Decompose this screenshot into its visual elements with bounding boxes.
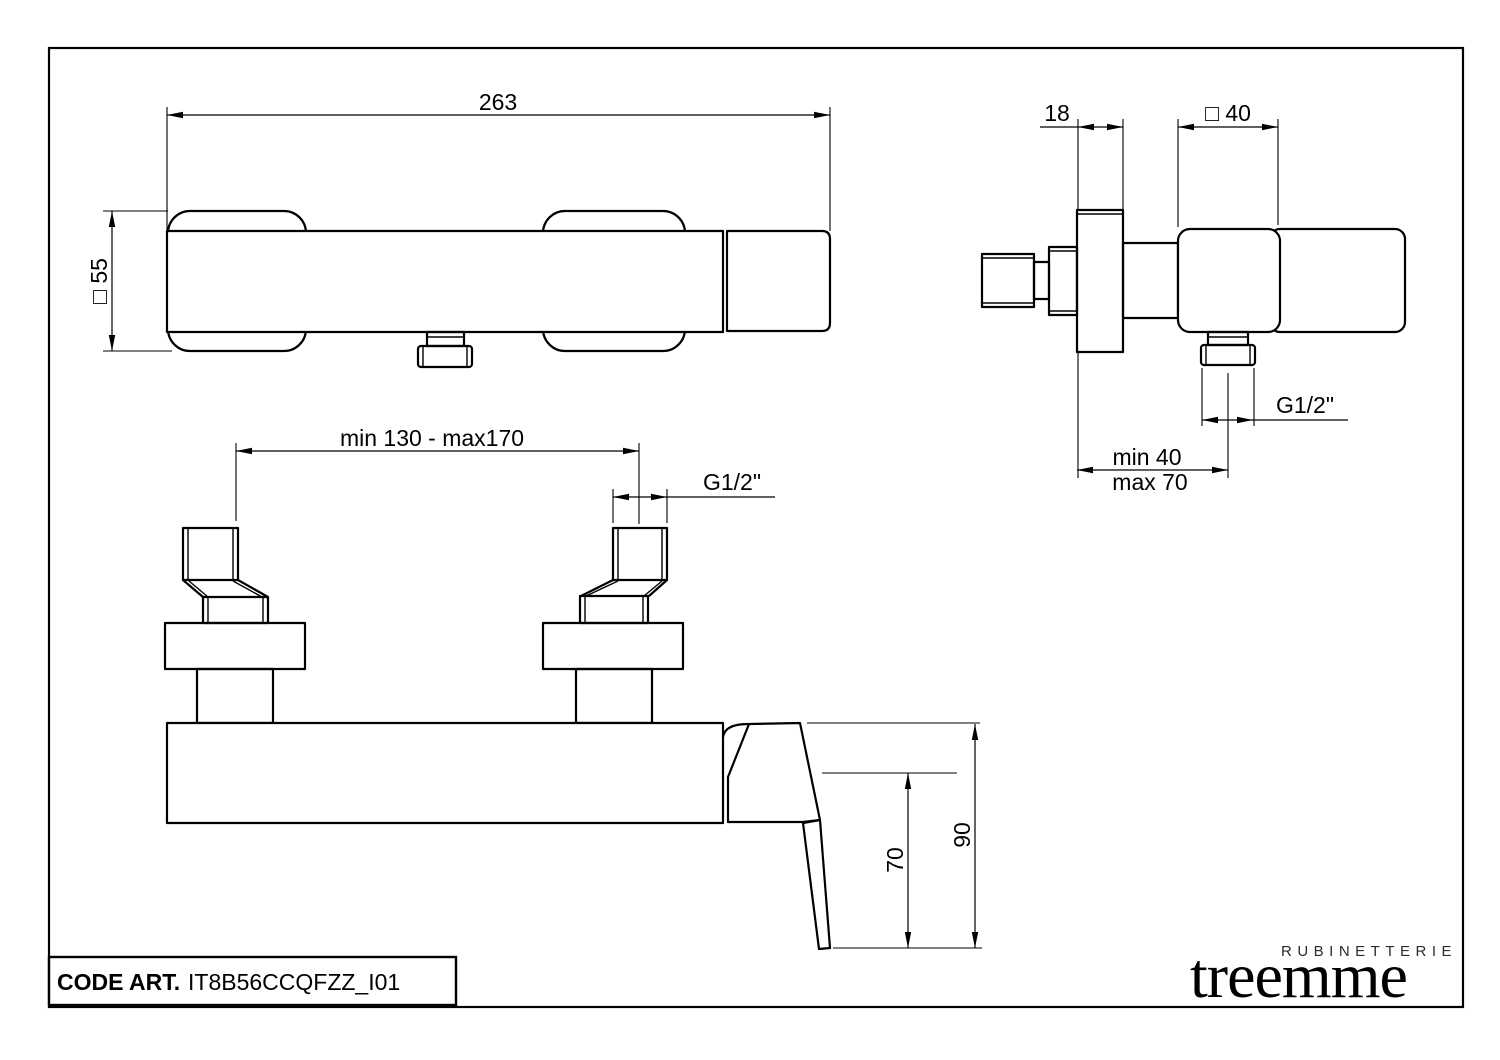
mixer-body-side [1176, 227, 1282, 334]
dim-label-g12-side: G1/2" [1276, 392, 1334, 418]
dim-label-18: 18 [1044, 100, 1070, 126]
wall-plate [1075, 208, 1125, 354]
handle-bottom [721, 721, 832, 951]
left-wall-fitting [181, 526, 240, 582]
dim-thread-side: G1/2" [1201, 368, 1348, 426]
mixer-body-front [165, 229, 725, 334]
left-union-collar [201, 595, 270, 625]
dim-thread-bottom: G1/2" [612, 469, 775, 523]
dim-handle-drop: 70 [822, 772, 957, 948]
side-view [980, 208, 1407, 367]
dim-label-square-40: □ 40 [1205, 100, 1251, 126]
dim-front-width: 263 [166, 89, 831, 231]
left-union-nut [163, 621, 307, 671]
outlet-collar-side [1206, 330, 1250, 347]
dim-label-square-55: □ 55 [86, 258, 112, 304]
bottom-view [163, 526, 832, 951]
right-union [541, 526, 685, 725]
dim-front-square: □ 55 [86, 210, 172, 352]
dim-label-max70: max 70 [1112, 469, 1187, 495]
mixer-body-bottom [165, 721, 725, 825]
front-view [165, 209, 832, 369]
handle-lever [801, 818, 832, 951]
dim-label-90: 90 [949, 822, 975, 848]
dim-plate-thickness: 18 [1040, 100, 1124, 243]
dim-label-g12-bottom: G1/2" [703, 469, 761, 495]
code-value: IT8B56CCQFZZ_I01 [188, 969, 400, 995]
dim-handle-height: 90 [807, 722, 982, 949]
dim-body-square: □ 40 [1177, 100, 1279, 227]
dim-centers-range: min 130 - max170 [235, 425, 640, 524]
code-box [47, 955, 458, 1007]
dim-label-263: 263 [479, 89, 517, 115]
right-union-nut [541, 621, 685, 671]
handle-side [1268, 227, 1407, 334]
left-union [163, 526, 307, 725]
right-column [574, 667, 654, 725]
logo-subtitle: RUBINETTERIE [1281, 943, 1457, 960]
dim-label-min130-max170: min 130 - max170 [340, 425, 524, 451]
body-connector [1121, 241, 1180, 320]
fitting-neck [1032, 260, 1051, 301]
code-label: CODE ART. [57, 969, 180, 995]
left-column [195, 667, 275, 725]
right-wall-fitting [611, 526, 669, 582]
outlet-nut-front [416, 344, 474, 369]
union-nut-side [1047, 245, 1079, 317]
handle-fillet [721, 722, 749, 738]
handle-base [726, 721, 822, 824]
page-border [47, 46, 1465, 1009]
logo-name: treemme [1190, 940, 1407, 1011]
dim-label-70: 70 [882, 847, 908, 873]
outlet-nut-side [1199, 343, 1257, 367]
outlet-collar-front [425, 330, 466, 348]
dim-label-min40: min 40 [1112, 444, 1181, 470]
dim-depth-range: min 40 max 70 [1077, 352, 1229, 495]
title-block: CODE ART. IT8B56CCQFZZ_I01 [47, 955, 458, 1007]
logo: RUBINETTERIE treemme [1190, 940, 1457, 1011]
handle-end-cap [725, 229, 832, 333]
right-union-collar [578, 594, 650, 625]
wall-fitting [980, 252, 1036, 309]
